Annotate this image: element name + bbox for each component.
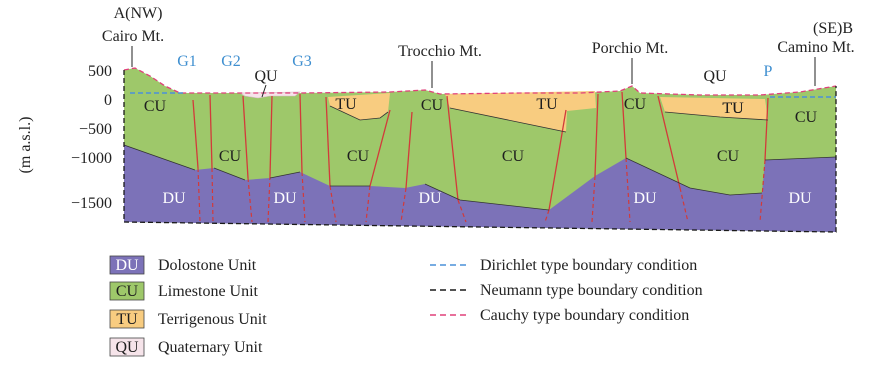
top-annotations: A(NW) Cairo Mt. G1 G2 G3 QU Trocchio Mt.… bbox=[102, 5, 855, 98]
camino-mt-label: Camino Mt. bbox=[777, 39, 854, 56]
legend-name: Dolostone Unit bbox=[158, 257, 257, 274]
well-g2-label: G2 bbox=[221, 53, 241, 70]
quaternary-label-1: QU bbox=[254, 68, 278, 85]
section-unit-labels: CU CU CU CU CU CU CU CU TU TU TU TU DU D… bbox=[144, 96, 818, 207]
legend-swatch bbox=[109, 337, 145, 357]
legend-item-dolostone: DU Dolostone Unit bbox=[109, 255, 257, 275]
well-g3-label: G3 bbox=[292, 53, 312, 70]
legend-units: DU Dolostone Unit CU Limestone Unit TU T… bbox=[109, 255, 267, 357]
limestone-label: CU bbox=[347, 148, 370, 165]
dolostone-label: DU bbox=[273, 190, 297, 207]
terrigenous-unit-body-1 bbox=[328, 93, 390, 120]
limestone-label: CU bbox=[219, 148, 242, 165]
legend-name: Terrigenous Unit bbox=[158, 311, 267, 328]
legend-item-dirichlet: Dirichlet type boundary condition bbox=[430, 257, 697, 274]
dolostone-label: DU bbox=[162, 190, 186, 207]
terrigenous-unit-body-3 bbox=[660, 97, 768, 120]
legend-name: Limestone Unit bbox=[158, 283, 259, 300]
dolostone-unit-body bbox=[124, 145, 836, 232]
legend-boundaries: Dirichlet type boundary condition Neuman… bbox=[430, 257, 703, 324]
dolostone-label: DU bbox=[788, 190, 812, 207]
terrigenous-label: TU bbox=[536, 96, 558, 113]
dolostone-label: DU bbox=[418, 190, 442, 207]
legend-item-terrigenous: TU Terrigenous Unit bbox=[109, 309, 267, 329]
trocchio-mt-label: Trocchio Mt. bbox=[398, 43, 482, 60]
y-tick-label: −1500 bbox=[71, 195, 112, 212]
legend-item-quaternary: QU Quaternary Unit bbox=[109, 337, 263, 357]
quaternary-label-2: QU bbox=[703, 68, 727, 85]
legend-code: DU bbox=[115, 257, 139, 274]
legend-name: Cauchy type boundary condition bbox=[480, 307, 689, 324]
neumann-boundary bbox=[123, 70, 837, 233]
y-tick-label: −1000 bbox=[71, 150, 112, 167]
limestone-label: CU bbox=[795, 109, 818, 126]
y-axis-label: (m a.s.l.) bbox=[17, 117, 34, 174]
limestone-label: CU bbox=[421, 97, 444, 114]
section-start-label: A(NW) bbox=[114, 5, 163, 22]
legend-name: Dirichlet type boundary condition bbox=[480, 257, 697, 274]
legend-swatch bbox=[109, 281, 145, 301]
quaternary-pointer-1 bbox=[261, 84, 267, 98]
y-tick-label: −500 bbox=[79, 121, 112, 138]
fault-lines bbox=[192, 91, 769, 211]
fault-lines-dashed bbox=[197, 157, 766, 223]
legend-code: QU bbox=[115, 339, 139, 356]
unit-contacts bbox=[123, 105, 837, 211]
y-tick-label: 500 bbox=[88, 63, 112, 80]
y-tick-label: 0 bbox=[104, 92, 112, 109]
porchio-mt-label: Porchio Mt. bbox=[592, 40, 668, 57]
legend-swatch bbox=[109, 309, 145, 329]
well-p-label: P bbox=[764, 63, 773, 80]
terrigenous-label: TU bbox=[722, 100, 744, 117]
legend-item-neumann: Neumann type boundary condition bbox=[430, 282, 703, 299]
section-end-label: (SE)B bbox=[813, 20, 853, 37]
terrigenous-unit-body-2 bbox=[445, 91, 596, 132]
legend-swatch bbox=[109, 255, 145, 275]
terrigenous-label: TU bbox=[335, 96, 357, 113]
legend-code: CU bbox=[116, 283, 139, 300]
limestone-label: CU bbox=[717, 148, 740, 165]
cross-section bbox=[123, 67, 837, 233]
limestone-label: CU bbox=[502, 148, 525, 165]
legend-code: TU bbox=[116, 311, 138, 328]
legend-name: Neumann type boundary condition bbox=[480, 282, 703, 299]
cauchy-boundary bbox=[123, 67, 837, 96]
well-g1-label: G1 bbox=[177, 53, 197, 70]
limestone-label: CU bbox=[624, 96, 647, 113]
legend-item-cauchy: Cauchy type boundary condition bbox=[430, 307, 689, 324]
terrigenous-label: TU bbox=[722, 100, 744, 117]
dolostone-label: DU bbox=[633, 190, 657, 207]
y-axis: (m a.s.l.) 500 0 −500 −1000 −1500 bbox=[17, 63, 112, 212]
legend-name: Quaternary Unit bbox=[158, 339, 263, 356]
cairo-mt-label: Cairo Mt. bbox=[102, 28, 164, 45]
limestone-label: CU bbox=[144, 98, 167, 115]
legend-item-limestone: CU Limestone Unit bbox=[109, 281, 259, 301]
